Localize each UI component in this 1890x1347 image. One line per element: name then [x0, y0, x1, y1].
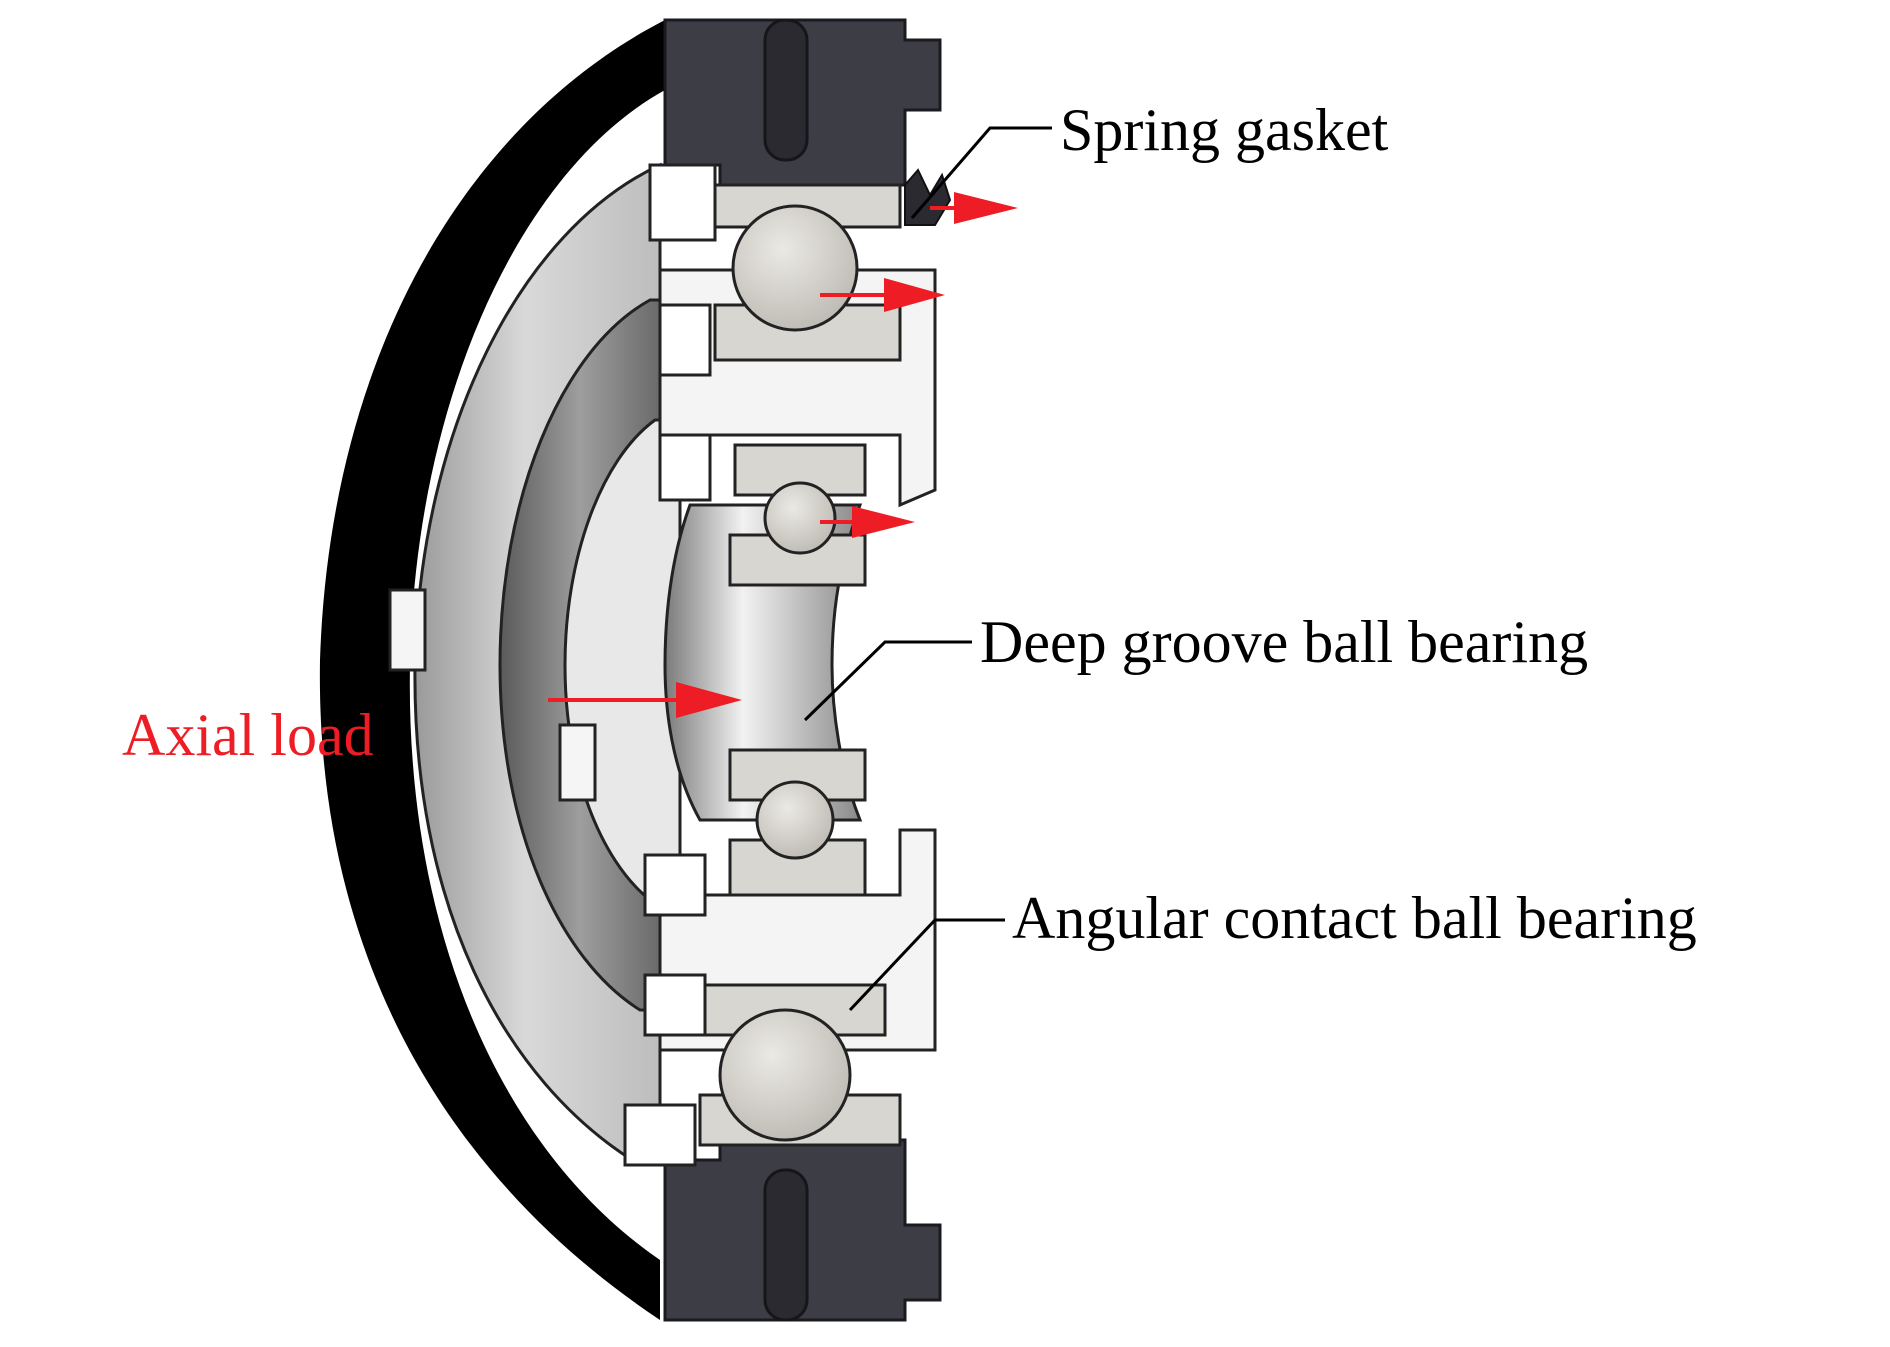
spacer [643, 973, 707, 1037]
hub-notch-lower [558, 723, 597, 802]
axial-load-arrows [548, 192, 1018, 718]
leader-spring-gasket [910, 126, 1052, 219]
ball [763, 481, 837, 555]
load-arrow [548, 682, 742, 718]
outer-tire [319, 20, 665, 1320]
housing-bottom-slot [763, 1168, 809, 1322]
spacer [658, 303, 712, 377]
ball [755, 780, 835, 860]
spacer [643, 853, 707, 917]
housing-top-slot [763, 18, 809, 162]
spacer [658, 433, 712, 502]
ball [718, 1008, 852, 1142]
load-arrow [820, 506, 915, 538]
label-deep-groove-ball-bearing: Deep groove ball bearing [980, 609, 1589, 675]
spacer [623, 1103, 697, 1167]
load-arrow [930, 192, 1018, 224]
spacer [648, 163, 717, 242]
leader-deep-groove [803, 640, 972, 722]
hub-notch [388, 588, 427, 672]
label-spring-gasket: Spring gasket [1060, 97, 1389, 163]
ball [731, 204, 859, 332]
label-axial-load: Axial load [122, 702, 374, 768]
label-angular-contact-ball-bearing: Angular contact ball bearing [1012, 885, 1697, 951]
leader-angular-contact [848, 918, 1005, 1012]
leader-lines [803, 126, 1052, 1012]
load-arrow [820, 278, 945, 312]
